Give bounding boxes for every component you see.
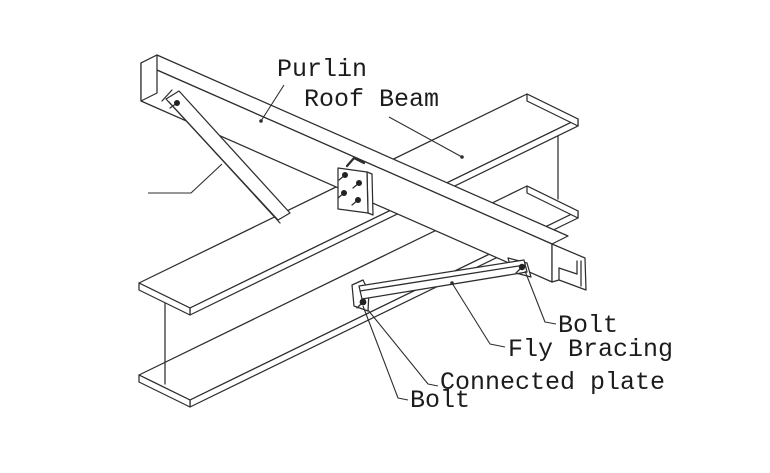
label-fly-bracing: Fly Bracing [508,335,674,364]
beam-bottom-flange-left-end [138,374,191,408]
plate-bolt-icon [351,197,361,206]
upper-brace-edge-double [168,101,281,224]
lower-brace-top-face-edge [359,264,526,292]
leader-lines [148,84,557,401]
plate-bolt-icon [352,180,362,189]
lower-fly-bracing [351,257,532,312]
beam-top-flange-right-end [526,93,579,127]
bolt-icon [515,263,526,274]
leader-upper-brace [148,163,223,194]
beam-top-flange-left-end [138,282,191,316]
leader-dot-roof-beam [460,155,464,159]
plate-bolt-icon [338,172,348,181]
connection-plate [337,156,374,216]
leader-purlin [260,84,285,122]
leader-connected-plate [367,309,439,387]
lower-brace-bar [358,259,528,300]
plate-front-face [337,167,369,214]
label-bolt-bottom: Bolt [410,386,471,415]
leader-bolt-top [524,270,557,325]
leader-bolt-bottom [362,305,409,401]
weld-tab [345,156,366,168]
label-roof-beam: Roof Beam [304,85,440,114]
leader-dot-purlin [259,119,263,123]
bolt-icon [356,298,367,309]
upper-brace-end-tab [161,89,173,102]
purlin-left-end-face [140,54,158,102]
purlin-end-inner-1 [558,267,578,275]
leader-fly-bracing [451,282,506,348]
bolt-icon [169,100,180,109]
leader-roof-beam [388,116,463,158]
label-connected-plate: Connected plate [440,368,666,397]
label-purlin: Purlin [277,55,368,84]
plate-bolt-icon [337,190,347,199]
label-bolt-top: Bolt [558,311,619,340]
purlin-right-end-profile [551,243,587,291]
beam-bottom-flange-right-end [526,185,579,219]
upper-fly-bracing [161,89,291,224]
